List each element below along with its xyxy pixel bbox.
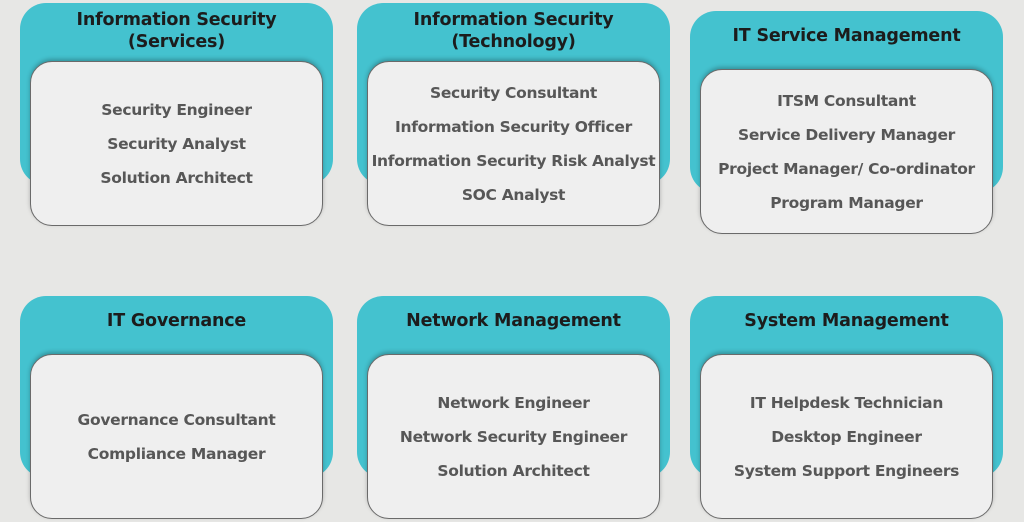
card-title: IT Governance [20, 310, 333, 332]
role-item: Solution Architect [437, 461, 590, 480]
role-item: ITSM Consultant [777, 91, 916, 110]
card-title-line: IT Governance [106, 311, 247, 331]
category-card: Information Security(Technology) Security… [357, 3, 670, 226]
card-title-line: Information Security [413, 10, 614, 30]
card-title-line: (Services) [127, 32, 226, 52]
role-item: Solution Architect [100, 168, 253, 187]
card-title-line: Information Security [76, 10, 277, 30]
role-item: Security Analyst [107, 134, 246, 153]
role-item: Project Manager/ Co-ordinator [718, 159, 975, 178]
role-item: Compliance Manager [87, 444, 266, 463]
card-title-line: System Management [744, 311, 949, 331]
card-title: Network Management [357, 310, 670, 332]
category-card: Information Security(Services) Security E… [20, 3, 333, 226]
role-item: Security Consultant [429, 83, 597, 102]
card-title: Information Security(Services) [20, 9, 333, 53]
role-item: Information Security Officer [395, 117, 632, 136]
role-item: IT Helpdesk Technician [749, 393, 944, 412]
role-item: Information Security Risk Analyst [371, 151, 656, 170]
role-item: Network Engineer [437, 393, 590, 412]
card-title-line: IT Service Management [732, 26, 961, 46]
role-item: Program Manager [770, 193, 923, 212]
card-title-line: Network Management [406, 311, 621, 331]
role-item: Desktop Engineer [771, 427, 922, 446]
role-item: Service Delivery Manager [737, 125, 956, 144]
card-title-line: (Technology) [451, 32, 576, 52]
role-item: SOC Analyst [461, 185, 566, 204]
role-item: Security Engineer [101, 100, 252, 119]
role-item: Governance Consultant [77, 410, 276, 429]
card-title: Information Security(Technology) [357, 9, 670, 53]
role-item: System Support Engineers [733, 461, 960, 480]
card-title: System Management [690, 310, 1003, 332]
card-title: IT Service Management [690, 25, 1003, 47]
role-item: Network Security Engineer [399, 427, 628, 446]
